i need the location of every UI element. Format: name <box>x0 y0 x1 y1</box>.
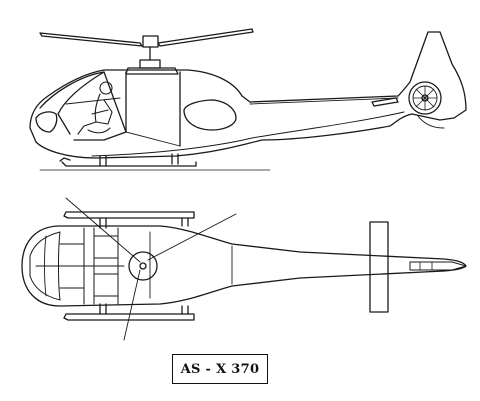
top-landing-skids <box>63 211 195 321</box>
designation-caption-box: AS - X 370 <box>172 354 268 384</box>
side-fuselage <box>29 31 467 159</box>
side-cabin-window <box>183 99 237 131</box>
designation-label: AS - X 370 <box>180 361 260 377</box>
side-landing-skids <box>39 153 271 171</box>
side-fenestron <box>408 81 442 115</box>
side-tail-stabilizer <box>371 97 399 107</box>
top-fenestron <box>409 261 467 271</box>
side-main-rotor <box>39 28 254 75</box>
top-fuselage <box>21 225 467 307</box>
top-rotor-hub <box>128 251 158 281</box>
side-cockpit <box>39 71 181 147</box>
side-nose-window <box>35 111 58 133</box>
top-rotor-blade-lines <box>65 197 237 341</box>
top-horizontal-stabilizer <box>369 221 389 313</box>
top-view <box>21 197 467 341</box>
side-view <box>29 28 467 171</box>
side-pilot-figure <box>77 81 113 135</box>
top-cabin-structure <box>35 227 233 305</box>
